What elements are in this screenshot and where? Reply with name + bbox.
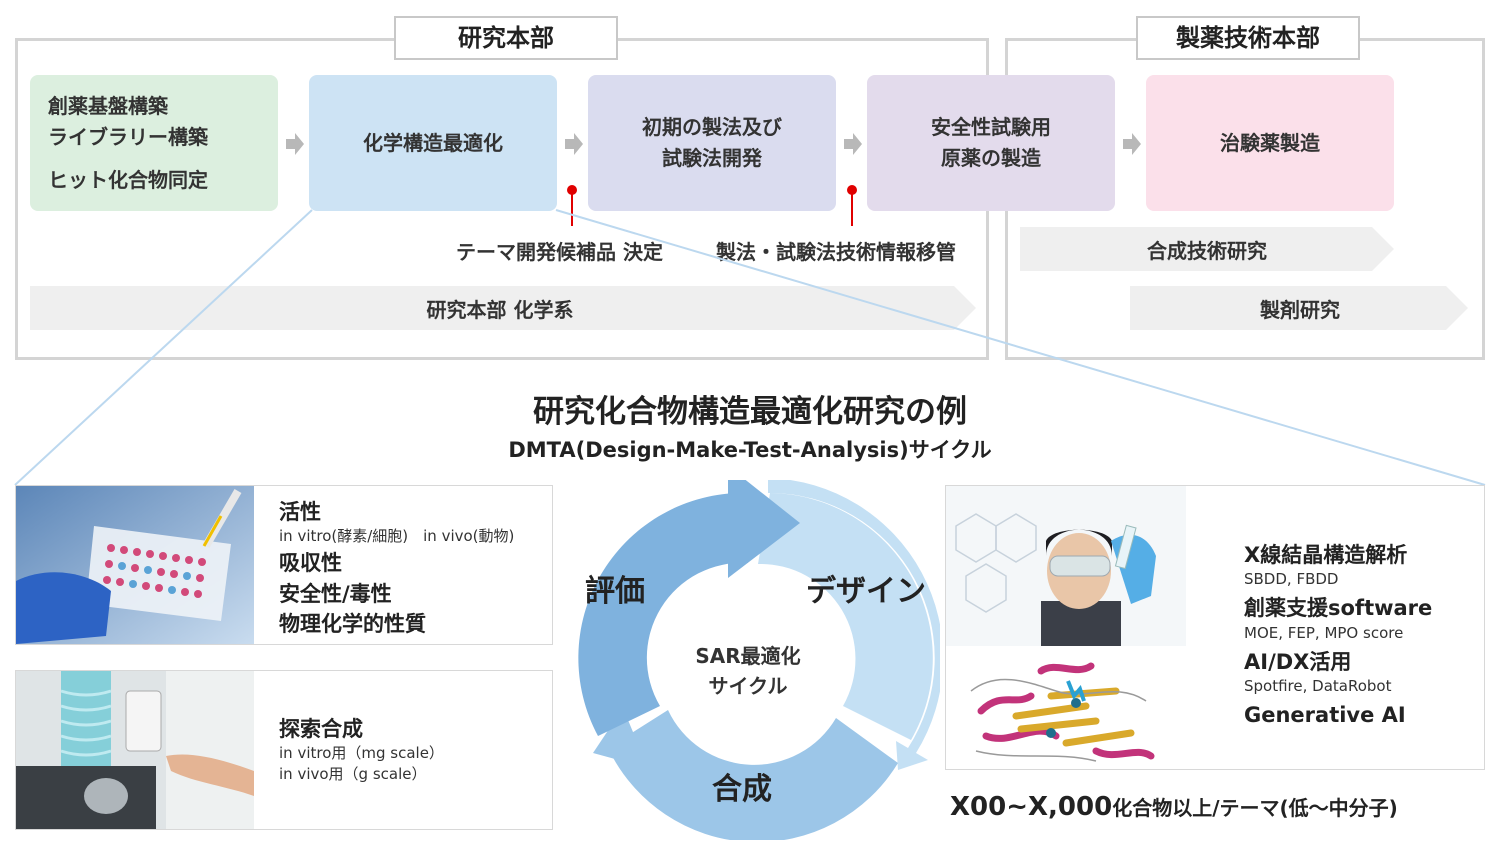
compound-scale-note: X00~X,000化合物以上/テーマ(低～中分子) (950, 792, 1398, 822)
milestone-tech-transfer: 製法・試験法技術情報移管 (716, 240, 956, 264)
eval-item-title: 物理化学的性質 (279, 612, 426, 637)
stage-text: 初期の製法及び (642, 115, 782, 139)
synthesis-card: 探索合成 in vitro用（mg scale） in vivo用（g scal… (15, 670, 553, 830)
pharma-tech-section-title: 製薬技術本部 (1136, 16, 1360, 60)
flow-arrow-icon (1123, 133, 1141, 155)
dmta-cycle-diagram (578, 480, 940, 840)
evaluation-card: 活性 in vitro(酵素/細胞) in vivo(動物) 吸収性 安全性/毒… (15, 485, 553, 645)
eval-item-title: 吸収性 (279, 551, 342, 576)
cycle-title: 研究化合物構造最適化研究の例 (533, 394, 967, 430)
flow-arrow-icon (286, 133, 304, 155)
eval-item-title: 活性 (279, 500, 321, 524)
design-item-title: AI/DX活用 (1244, 649, 1352, 674)
band-formulation: 製剤研究 (1260, 297, 1340, 322)
flow-arrow-icon (844, 133, 862, 155)
stage-text: 試験法開発 (662, 146, 762, 170)
cycle-center-line1: SAR最適化 (695, 644, 801, 668)
cycle-label-design: デザイン (806, 574, 926, 609)
stage-text: 創薬基盤構築 (48, 93, 168, 118)
band-chem-research: 研究本部 化学系 (426, 297, 574, 322)
design-card: X線結晶構造解析 SBDD, FBDD 創薬支援software MOE, FE… (945, 485, 1485, 770)
compound-scale-count: X00~X,000 (950, 792, 1113, 822)
protein-structure-image (956, 651, 1176, 766)
flow-arrow-icon (565, 133, 583, 155)
stage-text: 安全性試験用 (931, 115, 1051, 139)
synthesis-detail: in vitro用（mg scale） (279, 744, 444, 763)
cycle-subtitle: DMTA(Design-Make-Test-Analysis)サイクル (508, 438, 992, 462)
stage-clinical-drug-manufacture: 治験薬製造 (1146, 75, 1394, 211)
design-item-title: Generative AI (1244, 703, 1406, 728)
eval-item-title: 安全性/毒性 (279, 581, 392, 606)
design-item-title: 創薬支援software (1244, 596, 1433, 621)
stage-text: ライブラリー構築 (48, 124, 208, 149)
design-item-title: X線結晶構造解析 (1244, 543, 1408, 567)
cycle-center-line2: サイクル (708, 674, 788, 698)
stage-drug-discovery-base: 創薬基盤構築 ライブラリー構築 ヒット化合物同定 (30, 75, 278, 211)
design-item-detail: SBDD, FBDD (1244, 570, 1339, 589)
cycle-label-synthesize: 合成 (712, 772, 772, 807)
stage-structure-optimization: 化学構造最適化 (309, 75, 557, 211)
eval-item-detail: in vitro(酵素/細胞) in vivo(動物) (279, 527, 515, 546)
stage-text: ヒット化合物同定 (48, 167, 208, 192)
milestone-marker-icon (847, 185, 857, 226)
stage-text: 化学構造最適化 (363, 130, 503, 155)
stage-text: 治験薬製造 (1220, 130, 1320, 155)
synthesis-detail: in vivo用（g scale） (279, 765, 427, 784)
milestone-candidate-decision: テーマ開発候補品 決定 (456, 240, 663, 264)
design-item-detail: MOE, FEP, MPO score (1244, 623, 1404, 642)
cycle-label-evaluate: 評価 (585, 574, 645, 609)
research-section-title: 研究本部 (394, 16, 618, 60)
synthesis-title: 探索合成 (279, 717, 363, 741)
stage-text: 原薬の製造 (941, 146, 1041, 170)
stage-safety-api-manufacture: 安全性試験用 原薬の製造 (867, 75, 1115, 211)
compound-scale-text: 化合物以上/テーマ(低～中分子) (1112, 796, 1398, 820)
design-item-detail: Spotfire, DataRobot (1244, 677, 1392, 696)
lab-apparatus-photo (16, 671, 254, 829)
band-synthesis-tech: 合成技術研究 (1147, 238, 1267, 263)
stage-initial-process-dev: 初期の製法及び 試験法開発 (588, 75, 836, 211)
milestone-marker-icon (567, 185, 577, 226)
scientist-photo (946, 486, 1186, 646)
lab-plate-photo (16, 486, 254, 644)
